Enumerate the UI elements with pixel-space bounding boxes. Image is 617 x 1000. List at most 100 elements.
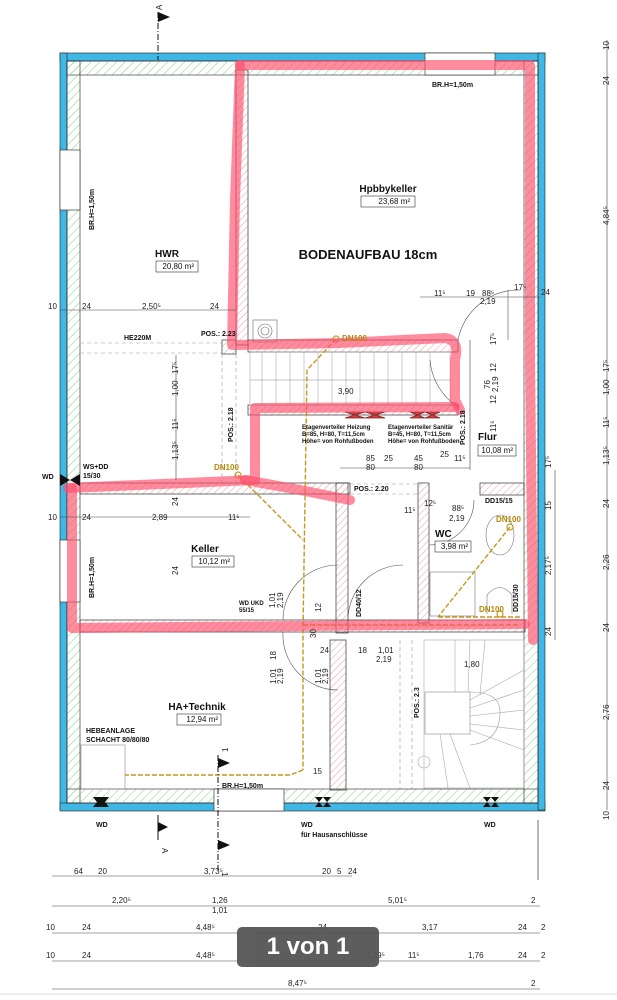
svg-text:17⁵: 17⁵ xyxy=(514,283,526,292)
svg-text:23,68 m²: 23,68 m² xyxy=(378,197,410,206)
svg-text:19: 19 xyxy=(466,289,475,298)
etagenverteiler xyxy=(344,411,441,419)
page-indicator: 1 von 1 xyxy=(237,927,379,967)
bodenaufbau-note: BODENAUFBAU 18cm xyxy=(299,247,438,262)
room-wc[interactable]: WC 3,98 m² xyxy=(434,529,472,553)
svg-text:80: 80 xyxy=(414,463,423,472)
room-ha-technik[interactable]: HA+Technik 12,94 m² xyxy=(168,702,226,726)
room-flur[interactable]: Flur 10,08 m² xyxy=(477,432,517,457)
svg-text:Hpbbykeller: Hpbbykeller xyxy=(359,184,416,195)
svg-text:WD: WD xyxy=(484,822,496,829)
svg-text:2,19: 2,19 xyxy=(376,655,392,664)
svg-text:2,19: 2,19 xyxy=(491,376,500,392)
svg-text:11⁵: 11⁵ xyxy=(454,454,466,463)
svg-text:10: 10 xyxy=(602,811,611,820)
svg-text:11⁵: 11⁵ xyxy=(602,416,611,428)
svg-text:17⁵: 17⁵ xyxy=(602,360,611,372)
svg-text:3,90: 3,90 xyxy=(338,387,354,396)
svg-text:4,48⁵: 4,48⁵ xyxy=(196,923,215,932)
svg-text:B=85, H=80, T=11,5cm: B=85, H=80, T=11,5cm xyxy=(302,432,365,438)
svg-text:BR.H=1,50m: BR.H=1,50m xyxy=(89,557,96,598)
svg-text:2,76: 2,76 xyxy=(602,704,611,720)
svg-text:1,01: 1,01 xyxy=(212,906,228,915)
svg-text:17⁵: 17⁵ xyxy=(544,456,553,468)
svg-text:24: 24 xyxy=(602,623,611,632)
svg-text:25: 25 xyxy=(440,450,449,459)
svg-text:20: 20 xyxy=(98,867,107,876)
svg-text:15/30: 15/30 xyxy=(83,473,101,480)
svg-text:1,26: 1,26 xyxy=(212,896,228,905)
svg-text:11⁵: 11⁵ xyxy=(404,506,416,515)
svg-text:A: A xyxy=(160,848,169,854)
red-markup xyxy=(63,60,538,645)
svg-text:Höhe= von Rohfußboden: Höhe= von Rohfußboden xyxy=(302,439,374,445)
svg-text:HE220M: HE220M xyxy=(124,335,151,342)
svg-text:10: 10 xyxy=(48,302,57,311)
svg-text:1: 1 xyxy=(220,872,229,877)
svg-text:12: 12 xyxy=(489,363,498,372)
svg-text:POS.: 2.18: POS.: 2.18 xyxy=(228,407,235,442)
svg-text:1,01: 1,01 xyxy=(378,646,394,655)
svg-text:17⁵: 17⁵ xyxy=(489,333,498,345)
svg-text:10: 10 xyxy=(46,951,55,960)
svg-text:24: 24 xyxy=(544,627,553,636)
svg-text:1,00: 1,00 xyxy=(171,380,180,396)
svg-text:2,19: 2,19 xyxy=(449,514,465,523)
svg-text:1,01: 1,01 xyxy=(314,668,323,684)
svg-text:2: 2 xyxy=(531,896,536,905)
svg-text:25: 25 xyxy=(384,454,393,463)
svg-text:15: 15 xyxy=(544,501,553,510)
svg-text:24: 24 xyxy=(82,951,91,960)
svg-text:POS.: 2.20: POS.: 2.20 xyxy=(354,486,389,493)
svg-text:24: 24 xyxy=(320,646,329,655)
svg-text:24: 24 xyxy=(518,923,527,932)
svg-text:24: 24 xyxy=(171,566,180,575)
room-hobbykeller[interactable]: Hpbbykeller 23,68 m² xyxy=(359,184,417,208)
room-keller[interactable]: Keller 10,12 m² xyxy=(191,544,235,568)
svg-text:15: 15 xyxy=(313,767,322,776)
svg-text:B=45, H=80, T=11,5cm: B=45, H=80, T=11,5cm xyxy=(388,432,451,438)
svg-text:12: 12 xyxy=(314,603,323,612)
svg-text:POS.: 2.23: POS.: 2.23 xyxy=(201,331,236,338)
svg-text:10,12 m²: 10,12 m² xyxy=(198,557,230,566)
svg-text:DN100: DN100 xyxy=(214,463,239,472)
svg-text:BR.H=1,50m: BR.H=1,50m xyxy=(89,189,96,230)
svg-text:DD40/12: DD40/12 xyxy=(356,589,363,617)
svg-text:für Hausanschlüsse: für Hausanschlüsse xyxy=(301,832,368,839)
svg-text:30: 30 xyxy=(309,629,318,638)
section-markers xyxy=(60,12,499,870)
svg-text:2,89: 2,89 xyxy=(152,513,168,522)
svg-text:10,08 m²: 10,08 m² xyxy=(481,446,513,455)
svg-text:4,48⁵: 4,48⁵ xyxy=(196,951,215,960)
svg-text:DN100: DN100 xyxy=(479,605,504,614)
svg-text:2,19: 2,19 xyxy=(276,592,285,608)
svg-text:WD: WD xyxy=(301,822,313,829)
svg-text:24: 24 xyxy=(602,781,611,790)
svg-text:10: 10 xyxy=(46,923,55,932)
svg-text:76: 76 xyxy=(483,380,492,389)
svg-text:8,47⁵: 8,47⁵ xyxy=(288,979,307,988)
svg-text:24: 24 xyxy=(541,288,550,297)
svg-text:2,19: 2,19 xyxy=(321,668,330,684)
svg-text:24: 24 xyxy=(171,497,180,506)
svg-text:12,94 m²: 12,94 m² xyxy=(186,715,218,724)
svg-text:24: 24 xyxy=(210,302,219,311)
svg-text:2: 2 xyxy=(541,951,546,960)
svg-text:Etagenverteiler Heizung: Etagenverteiler Heizung xyxy=(302,425,371,431)
svg-text:A: A xyxy=(155,4,164,10)
room-hwr[interactable]: HWR 20,80 m² xyxy=(155,249,199,273)
beam-lines xyxy=(80,342,418,790)
svg-text:2,20⁵: 2,20⁵ xyxy=(112,896,131,905)
svg-text:2,26: 2,26 xyxy=(602,554,611,570)
svg-text:3,73⁵: 3,73⁵ xyxy=(204,867,223,876)
svg-text:80: 80 xyxy=(366,463,375,472)
svg-text:WD: WD xyxy=(96,822,108,829)
svg-text:POS.: 2.18: POS.: 2.18 xyxy=(460,410,467,445)
svg-text:SCHACHT 80/80/80: SCHACHT 80/80/80 xyxy=(86,737,150,744)
svg-text:Etagenverteiler Sanitär: Etagenverteiler Sanitär xyxy=(388,425,454,431)
svg-text:1,00: 1,00 xyxy=(602,379,611,395)
svg-text:12⁵: 12⁵ xyxy=(424,499,436,508)
svg-text:WD UKD: WD UKD xyxy=(239,601,264,607)
svg-text:11⁵: 11⁵ xyxy=(408,951,420,960)
